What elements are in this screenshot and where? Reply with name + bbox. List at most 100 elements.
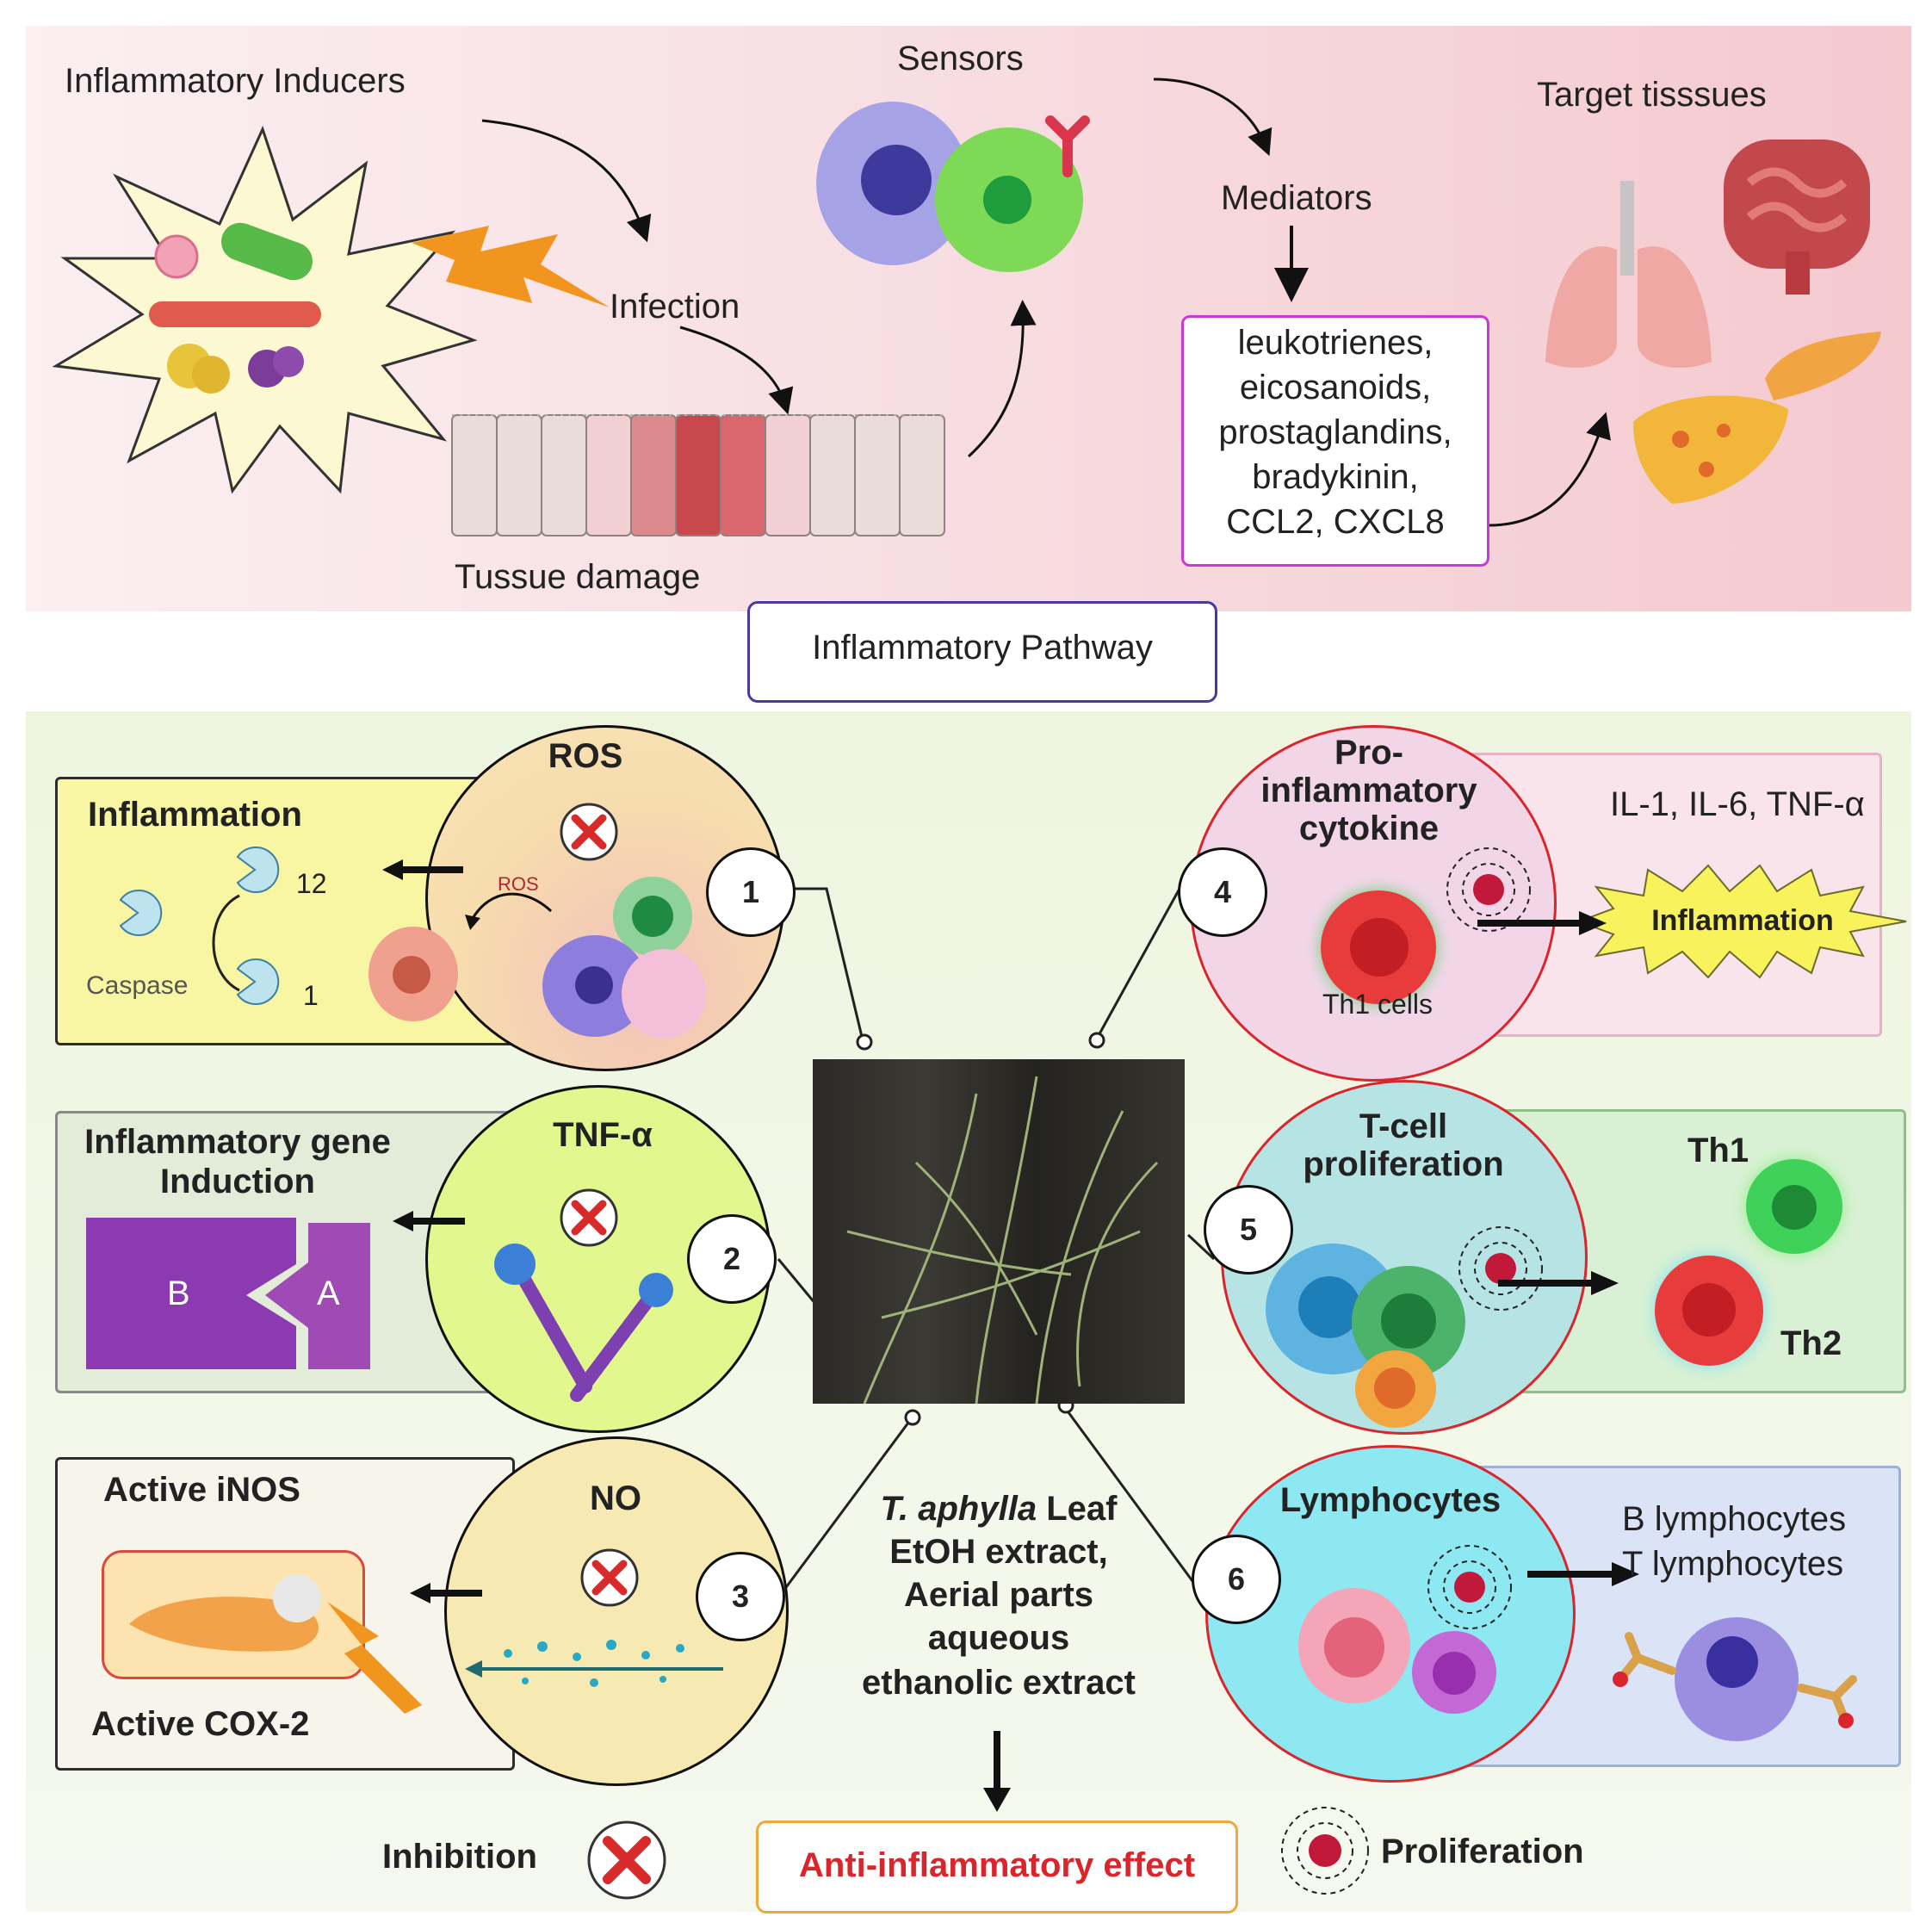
proliferation-icon-p6 — [1427, 1545, 1512, 1629]
receptor-icon — [1045, 115, 1090, 177]
lymphocyte-arrow — [1527, 1562, 1639, 1586]
cytokine-arrow — [1477, 911, 1607, 935]
sensor-dendritic-nucleus — [983, 176, 1031, 224]
t-lymphocytes-label: T lymphocytes — [1622, 1545, 1844, 1583]
tissue-epithelium — [451, 414, 945, 537]
step-4-badge: 4 — [1178, 847, 1267, 937]
t-lymphocyte-nucleus — [1433, 1652, 1476, 1695]
extract-line-4: aqueous — [927, 1619, 1070, 1657]
sensor-macrophage-nucleus — [861, 145, 932, 215]
cytokine-title-3: cytokine — [1298, 809, 1440, 847]
legend-proliferation-label: Proliferation — [1381, 1833, 1584, 1870]
mediator-5: CCL2, CXCL8 — [1226, 503, 1445, 541]
th2-label: Th2 — [1780, 1324, 1842, 1362]
tcell-title-1: T-cell — [1359, 1107, 1448, 1145]
mediator-2: eicosanoids, — [1239, 369, 1432, 406]
mediator-1: leukotrienes, — [1237, 324, 1434, 362]
block-b-label: B — [167, 1275, 190, 1312]
lymphocytes-title: Lymphocytes — [1279, 1481, 1502, 1519]
legend-inhibition-label: Inhibition — [382, 1838, 537, 1876]
legend-inhibit-icon — [587, 1820, 666, 1900]
tcell-arrow — [1498, 1271, 1619, 1295]
mediators-label: Mediators — [1221, 179, 1372, 217]
mediator-4: bradykinin, — [1252, 458, 1419, 496]
b-lymphocytes-label: B lymphocytes — [1622, 1500, 1847, 1538]
paw-icon — [129, 1574, 321, 1652]
extract-line-2: EtOH extract, — [889, 1533, 1108, 1571]
gene-induction-title-1: Inflammatory gene — [84, 1123, 391, 1161]
proliferation-icon-p4 — [1446, 847, 1531, 932]
intestine-icon — [1724, 140, 1870, 295]
tcell-green-nucleus — [1381, 1293, 1436, 1349]
damaged-cell-nucleus — [393, 956, 430, 994]
extract-line-5: ethanolic extract — [862, 1664, 1136, 1702]
th1-cell-green-nucleus — [1772, 1185, 1817, 1230]
caspase-label: Caspase — [86, 971, 189, 1000]
sensors-label: Sensors — [897, 40, 1024, 78]
inhibit-icon-ros — [560, 803, 618, 861]
inhibit-icon-tnf — [560, 1188, 618, 1247]
pathway-label: Inflammatory Pathway — [812, 629, 1153, 667]
cytokine-title-1: Pro- — [1334, 734, 1403, 772]
inducers-label: Inflammatory Inducers — [65, 62, 406, 100]
tcell-blue-nucleus — [1298, 1276, 1360, 1338]
inflammation-box-title: Inflammation — [88, 796, 302, 834]
no-circle-title: NO — [590, 1479, 641, 1517]
cox2-label: Active COX-2 — [91, 1705, 310, 1743]
liver-icon — [1633, 395, 1788, 504]
mediators-box — [1181, 315, 1489, 567]
mediator-3: prostaglandins, — [1218, 413, 1452, 451]
block-a-label: A — [317, 1275, 340, 1312]
gene-induction-title-2: Induction — [160, 1163, 315, 1200]
ros-circle-title: ROS — [548, 737, 623, 775]
step-3-badge: 3 — [696, 1552, 785, 1641]
tnf-circle-title: TNF-α — [553, 1116, 653, 1154]
inhibit-icon-no — [580, 1548, 639, 1607]
tcell-title-2: proliferation — [1303, 1145, 1504, 1183]
no-arrows — [410, 1583, 723, 1687]
caspase-12-label: 12 — [296, 868, 327, 899]
extract-line-1: T. aphylla Leaf — [813, 1490, 1185, 1529]
ros-small-label: ROS — [498, 873, 539, 895]
th1-cells-label: Th1 cells — [1322, 989, 1434, 1020]
legend-proliferation-icon — [1281, 1807, 1369, 1895]
effect-label: Anti-inflammatory effect — [798, 1846, 1196, 1884]
top-flow-arrows — [481, 78, 1611, 527]
tissue-damage-label: Tussue damage — [455, 558, 701, 596]
proliferation-icon-p5 — [1458, 1226, 1543, 1311]
step-5-badge: 5 — [1204, 1185, 1293, 1275]
step-2-badge: 2 — [687, 1214, 777, 1304]
pathway-label-box — [747, 601, 1217, 703]
cytokines-label: IL-1, IL-6, TNF-α — [1610, 785, 1865, 823]
lungs-icon — [1545, 181, 1712, 369]
step-1-badge: 1 — [706, 847, 796, 937]
antibody-cell-icon — [1613, 1617, 1857, 1741]
tnf-receptor-icon — [494, 1244, 673, 1402]
ros-arrows — [382, 859, 553, 930]
plant-photo — [813, 1059, 1185, 1405]
eosinophil-cell — [622, 949, 706, 1039]
inflammation-burst — [1576, 864, 1907, 979]
macrophage-purple-nucleus — [575, 966, 613, 1004]
lightning-icon-cox — [327, 1602, 422, 1714]
caspase-1-label: 1 — [303, 980, 319, 1011]
infection-label: Infection — [610, 288, 740, 326]
target-tissues-label: Target tisssues — [1537, 76, 1767, 114]
lightning-bolt-icon — [412, 226, 610, 307]
pancreas-icon — [1765, 332, 1881, 400]
tnf-receptor-arrows — [393, 1211, 465, 1231]
extract-line-3: Aerial parts — [903, 1576, 1094, 1614]
inos-label: Active iNOS — [103, 1471, 300, 1509]
leaf-word: Leaf — [1037, 1490, 1118, 1528]
cytokine-title-2: inflammatory — [1260, 772, 1477, 809]
inducer-starburst — [52, 125, 478, 494]
caspase-pacman-icons — [119, 847, 280, 1005]
effect-box — [756, 1820, 1238, 1913]
b-lymphocyte-nucleus — [1324, 1617, 1384, 1678]
neutrophil-nucleus — [632, 896, 673, 937]
inflammation-burst-label: Inflammation — [1651, 904, 1834, 937]
effect-arrow — [983, 1731, 1011, 1812]
step-6-badge: 6 — [1192, 1535, 1281, 1624]
th2-cell-red-nucleus — [1682, 1283, 1736, 1337]
th1-label: Th1 — [1687, 1132, 1749, 1169]
